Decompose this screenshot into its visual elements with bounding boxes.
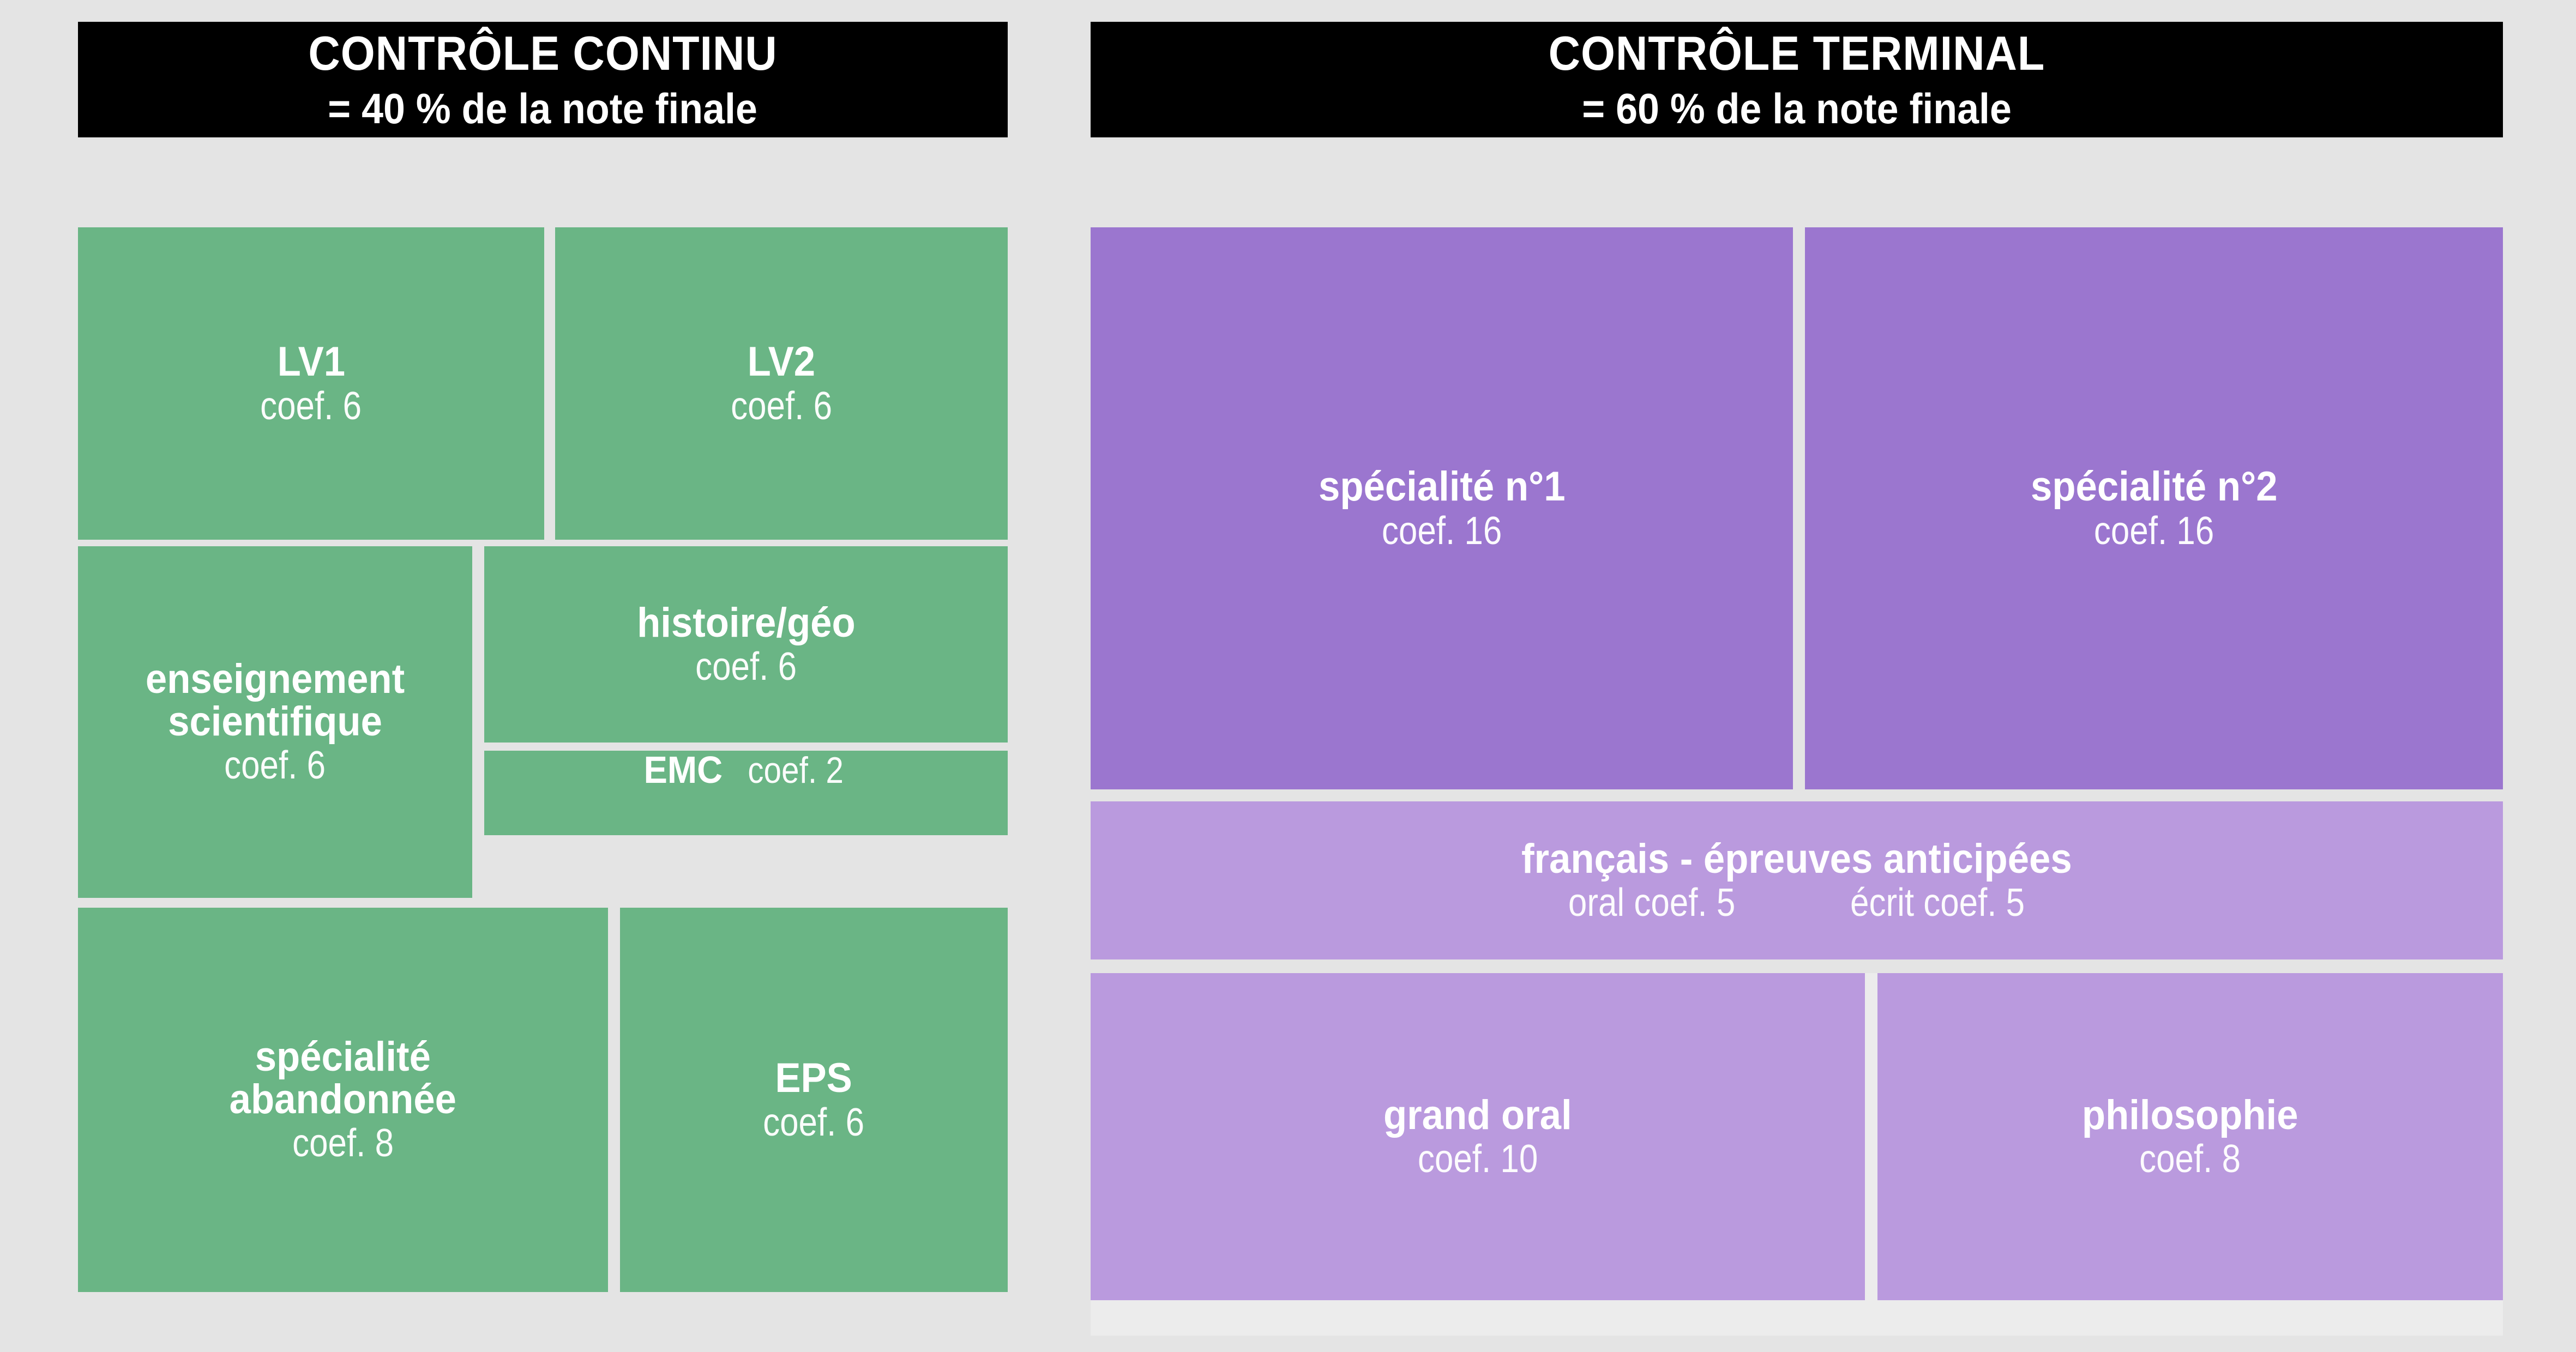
block-coef: coef. 6 — [224, 744, 326, 788]
block-histoire-geo[interactable]: histoire/géo coef. 6 — [484, 546, 1008, 743]
block-label: philosophie — [2082, 1091, 2298, 1138]
block-label: spécialité abandonnée — [229, 1034, 457, 1122]
block-label: spécialité n°2 — [2030, 463, 2278, 510]
block-coef: coef. 8 — [292, 1121, 394, 1166]
block-emc[interactable]: EMC coef. 2 — [484, 751, 1008, 835]
block-specialite-1[interactable]: spécialité n°1 coef. 16 — [1091, 227, 1793, 789]
block-enseignement-scientifique[interactable]: enseignement scientifique coef. 6 — [78, 546, 472, 898]
block-label: EPS — [775, 1055, 853, 1102]
block-coef: coef. 6 — [260, 384, 362, 428]
header-subtitle: = 60 % de la note finale — [1582, 84, 2012, 132]
block-label: enseignement scientifique — [145, 656, 405, 745]
block-coef-ecrit: écrit coef. 5 — [1850, 881, 2025, 925]
header-controle-continu: CONTRÔLE CONTINU = 40 % de la note final… — [78, 22, 1008, 137]
header-title: CONTRÔLE CONTINU — [308, 26, 778, 80]
block-label: spécialité n°1 — [1318, 463, 1566, 510]
block-eps[interactable]: EPS coef. 6 — [620, 908, 1008, 1292]
block-lv2[interactable]: LV2 coef. 6 — [555, 227, 1008, 540]
block-specialite-abandonnee[interactable]: spécialité abandonnée coef. 8 — [78, 908, 608, 1292]
block-label: grand oral — [1383, 1091, 1572, 1138]
block-philosophie[interactable]: philosophie coef. 8 — [1877, 973, 2503, 1300]
francais-coef-pair: oral coef. 5 écrit coef. 5 — [1555, 883, 2039, 923]
block-label: LV2 — [747, 339, 816, 385]
block-coef: coef. 6 — [695, 645, 797, 689]
block-francais-epreuves-anticipees[interactable]: français - épreuves anticipées oral coef… — [1091, 801, 2503, 959]
block-label: histoire/géo — [636, 599, 856, 646]
header-subtitle: = 40 % de la note finale — [328, 84, 758, 132]
block-label: français - épreuves anticipées — [1521, 835, 2072, 882]
header-controle-terminal: CONTRÔLE TERMINAL = 60 % de la note fina… — [1091, 22, 2503, 137]
block-coef: coef. 10 — [1417, 1137, 1538, 1181]
block-grand-oral[interactable]: grand oral coef. 10 — [1091, 973, 1865, 1300]
block-lv1[interactable]: LV1 coef. 6 — [78, 227, 544, 540]
block-coef-oral: oral coef. 5 — [1568, 881, 1736, 925]
block-coef: coef. 16 — [1381, 509, 1502, 553]
block-coef: coef. 6 — [763, 1100, 865, 1144]
block-coef: coef. 2 — [747, 751, 844, 791]
block-coef: coef. 6 — [731, 384, 832, 428]
block-label: LV1 — [277, 339, 345, 385]
block-coef: coef. 8 — [2139, 1137, 2241, 1181]
block-specialite-2[interactable]: spécialité n°2 coef. 16 — [1805, 227, 2503, 789]
header-title: CONTRÔLE TERMINAL — [1548, 26, 2045, 80]
block-coef: coef. 16 — [2093, 509, 2214, 553]
block-label: EMC — [643, 751, 723, 791]
